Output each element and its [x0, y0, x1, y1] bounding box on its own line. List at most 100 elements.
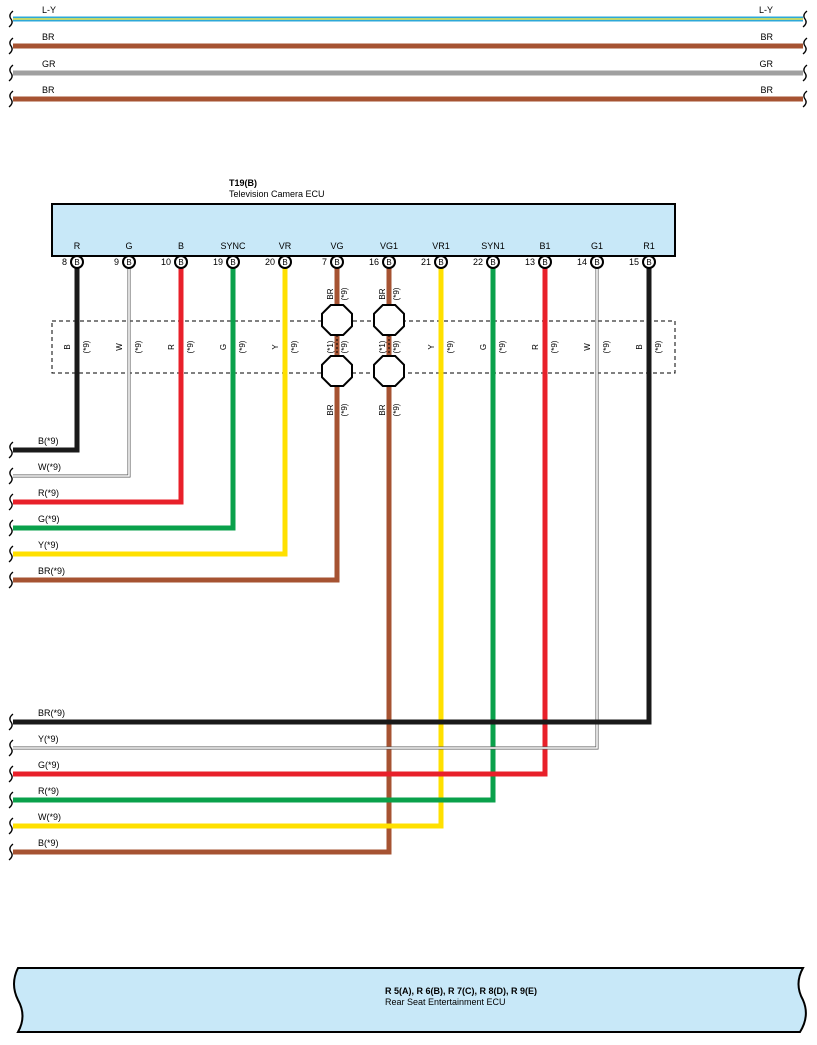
pin-number: 22: [473, 257, 483, 267]
wire-sync: [13, 268, 236, 531]
wire-output-label: R(*9): [38, 786, 59, 796]
wire-color-label: B: [63, 344, 72, 349]
wire-g1: [13, 268, 598, 749]
pin-number: 15: [629, 257, 639, 267]
top-wire-label-left: GR: [42, 59, 56, 69]
pin-signal-b1: B1: [539, 241, 550, 251]
wire-break: [8, 493, 14, 511]
ecu-body: [13, 967, 807, 1033]
ecu-code: T19(B): [229, 178, 257, 188]
pin-signal-vg: VG: [330, 241, 343, 251]
top-wire-label-right: L-Y: [759, 5, 773, 15]
wire-break: [8, 765, 14, 783]
wire-output-label: BR(*9): [38, 566, 65, 576]
wire-color-label: G: [479, 344, 488, 350]
wire-break: [8, 791, 14, 809]
junction-connector-lower: [373, 355, 405, 387]
wire-color-label: G: [219, 344, 228, 350]
pin-signal-g1: G1: [591, 241, 603, 251]
wire-output-label: W(*9): [38, 462, 61, 472]
wire-color-label: R: [531, 344, 540, 350]
wire-r1: [13, 268, 652, 725]
wire-tag: (*9): [238, 340, 247, 353]
wire-break: [8, 571, 14, 589]
wire-break: [8, 739, 14, 757]
wire-g1-outline: [13, 268, 599, 750]
wire-tag: (*9): [290, 340, 299, 353]
pin-number: 10: [161, 257, 171, 267]
wire-vg: [13, 268, 340, 583]
pin-connector-letter: B: [438, 258, 443, 267]
pin-connector-letter: B: [594, 258, 599, 267]
wire-color-label: Y: [427, 344, 436, 350]
wire-color-label-upper: BR: [326, 288, 335, 299]
pin-connector-15: [642, 255, 656, 269]
pin-connector-letter: B: [74, 258, 79, 267]
pin-number: 21: [421, 257, 431, 267]
pin-number: 14: [577, 257, 587, 267]
wire-break-right: [802, 90, 808, 108]
pin-signal-syn1: SYN1: [481, 241, 505, 251]
wire-tag-lower: (*9): [340, 403, 349, 416]
wire-tag: (*9): [654, 340, 663, 353]
wire-vr: [13, 268, 288, 557]
wire-tag: (*9): [82, 340, 91, 353]
wire-g: [13, 268, 130, 477]
pin-connector-14: [590, 255, 604, 269]
wire-output-label: G(*9): [38, 514, 60, 524]
wire-tag-upper: (*9): [340, 287, 349, 300]
wire-color-label-upper: BR: [378, 288, 387, 299]
wire-break: [8, 441, 14, 459]
wire-tag: (*9): [186, 340, 195, 353]
pin-signal-r1: R1: [643, 241, 655, 251]
television-camera-ecu: T19(B) Television Camera ECU: [51, 178, 676, 257]
pin-number: 16: [369, 257, 379, 267]
pin-connector-letter: B: [334, 258, 339, 267]
top-wire-label-left: BR: [42, 32, 55, 42]
wire-break-left: [8, 37, 14, 55]
ecu-name: Rear Seat Entertainment ECU: [385, 997, 506, 1007]
junction-box-outline: [51, 320, 676, 374]
wire-tag: (*9): [498, 340, 507, 353]
pin-connector-letter: B: [282, 258, 287, 267]
wire-output-label: Y(*9): [38, 734, 59, 744]
pin-connector-letter: B: [178, 258, 183, 267]
wire-tag: (*9): [602, 340, 611, 353]
pin-connector-letter: B: [542, 258, 547, 267]
top-wire-label-left: L-Y: [42, 5, 56, 15]
pin-connector-9: [122, 255, 136, 269]
wire-break-left: [8, 64, 14, 82]
wire-color-label: Y: [271, 344, 280, 350]
pin-signal-vr1: VR1: [432, 241, 450, 251]
rear-seat-entertainment-ecu: R 5(A), R 6(B), R 7(C), R 8(D), R 9(E) R…: [13, 967, 807, 1033]
pin-connector-16: [382, 255, 396, 269]
wire-output-label: W(*9): [38, 812, 61, 822]
wire-r: [13, 268, 80, 453]
wire-break-left: [8, 90, 14, 108]
pin-connector-19: [226, 255, 240, 269]
wire-vg1: [13, 268, 392, 855]
wire-b: [13, 268, 184, 505]
pin-signal-vr: VR: [279, 241, 292, 251]
pin-number: 7: [322, 257, 327, 267]
ecu-body: [51, 203, 676, 257]
wire-break-right: [802, 37, 808, 55]
wire-tag: (*9): [446, 340, 455, 353]
pin-signal-sync: SYNC: [220, 241, 246, 251]
top-wire-label-right: GR: [760, 59, 774, 69]
pin-number: 13: [525, 257, 535, 267]
wire-output-label: Y(*9): [38, 540, 59, 550]
wire-tag-upper: (*9): [392, 287, 401, 300]
pin-connector-8: [70, 255, 84, 269]
wire-color-label: W: [583, 343, 592, 351]
junction-connector-lower: [321, 355, 353, 387]
ecu-code: R 5(A), R 6(B), R 7(C), R 8(D), R 9(E): [385, 986, 537, 996]
pin-connector-letter: B: [646, 258, 651, 267]
pin-connector-10: [174, 255, 188, 269]
junction-tag: (*9): [392, 340, 401, 353]
connector-pins: B8RB9GB10BB19SYNCB20VRB7VGB16VG1B21VR1B2…: [62, 241, 656, 269]
wire-output-label: B(*9): [38, 838, 59, 848]
pin-connector-letter: B: [386, 258, 391, 267]
pin-connector-letter: B: [126, 258, 131, 267]
